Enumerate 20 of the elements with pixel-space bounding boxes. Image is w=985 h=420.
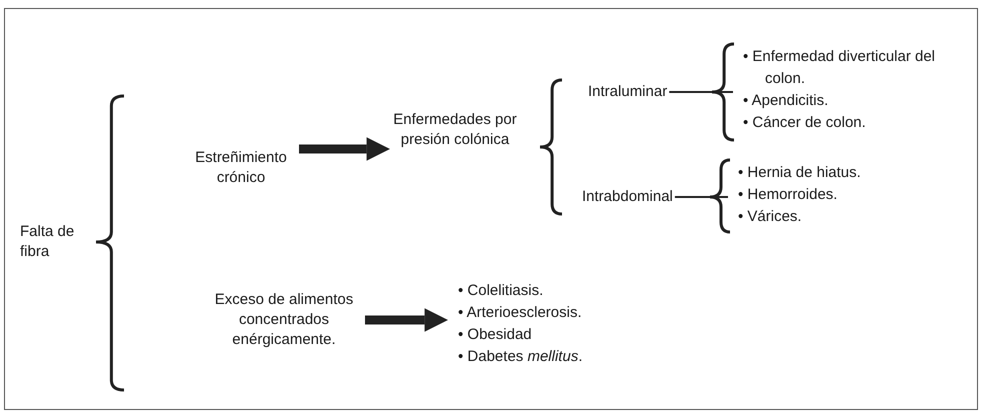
block-arrow: [365, 308, 448, 332]
node-label: Enfermedades por presión colónica: [392, 110, 518, 150]
list-item: • Hemorroides.: [738, 185, 838, 205]
node-label: Estreñimiento crónico: [185, 148, 297, 188]
node-label: Intrabdominal: [582, 187, 673, 207]
block-arrow: [299, 137, 390, 161]
list-item: • Enfermedad diverticular del colon.: [743, 47, 936, 89]
list-item: • Obesidad: [458, 325, 533, 345]
list-item: • Cáncer de colon.: [743, 113, 867, 133]
list-item: • Apendicitis.: [743, 91, 830, 111]
list-item: • Várices.: [738, 207, 803, 227]
list-item: • Hernia de hiatus.: [738, 163, 862, 183]
list-item: • Colelitiasis.: [458, 281, 544, 301]
list-item: • Arterioesclerosis.: [458, 303, 583, 323]
connector-line: [669, 91, 733, 93]
node-label: Falta de fibra: [20, 222, 92, 262]
list-item: • Dabetes mellitus.: [458, 347, 584, 367]
connector-line: [674, 196, 728, 198]
node-label: Exceso de alimentos concentrados enérgicamente.: [205, 290, 363, 350]
node-label: Intraluminar: [588, 82, 668, 102]
